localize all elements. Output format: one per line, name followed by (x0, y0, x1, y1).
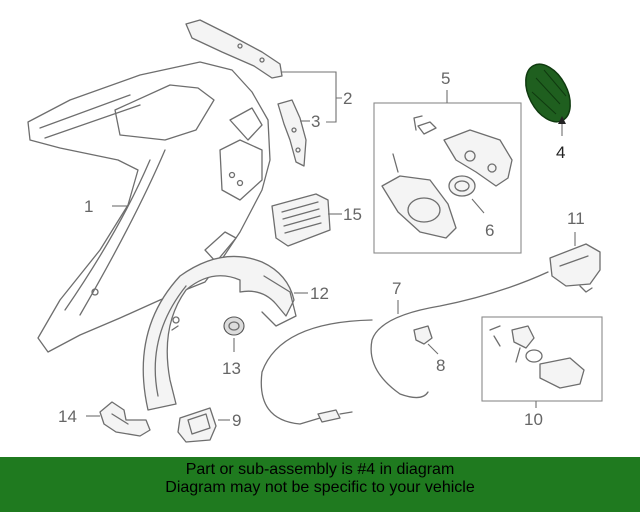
callout-7: 7 (392, 279, 401, 298)
callout-3: 3 (311, 112, 320, 131)
callout-1: 1 (84, 197, 93, 216)
callout-10: 10 (524, 410, 543, 429)
cable-clip (413, 325, 433, 345)
callout-14: 14 (58, 407, 77, 426)
lower-bracket (99, 401, 151, 437)
grommet (223, 316, 245, 336)
wheel-liner (142, 255, 297, 411)
release-cable (260, 271, 549, 425)
leader-6 (471, 198, 485, 214)
quarter-panel (27, 61, 271, 353)
fuel-pocket (177, 407, 217, 443)
upper-rail (185, 19, 283, 79)
actuator (489, 325, 585, 389)
fuel-door-seal-highlighted (525, 63, 571, 123)
bracket (277, 99, 307, 167)
callout-4: 4 (556, 143, 565, 162)
callout-6: 6 (485, 221, 494, 240)
parts-diagram: 1 2 3 15 5 6 4 (27, 19, 603, 443)
actuator-box (481, 316, 603, 402)
callout-8: 8 (436, 356, 445, 375)
arrow-4-icon (558, 116, 566, 124)
callout-11: 11 (567, 209, 585, 228)
leader-2 (282, 71, 342, 123)
callout-2: 2 (343, 89, 352, 108)
lid-cover (549, 243, 601, 293)
vent-grille (271, 193, 331, 247)
banner-line-2: Diagram may not be specific to your vehi… (165, 479, 475, 496)
callout-13: 13 (222, 359, 241, 378)
banner-line-1: Part or sub-assembly is #4 in diagram (185, 461, 455, 478)
callout-9: 9 (232, 411, 241, 430)
callout-12: 12 (310, 284, 329, 303)
callout-5: 5 (441, 69, 450, 88)
info-banner: Part or sub-assembly is #4 in diagram Di… (0, 457, 640, 512)
leader-8 (427, 343, 439, 355)
callout-15: 15 (343, 205, 362, 224)
fuel-door-housing (381, 115, 513, 239)
